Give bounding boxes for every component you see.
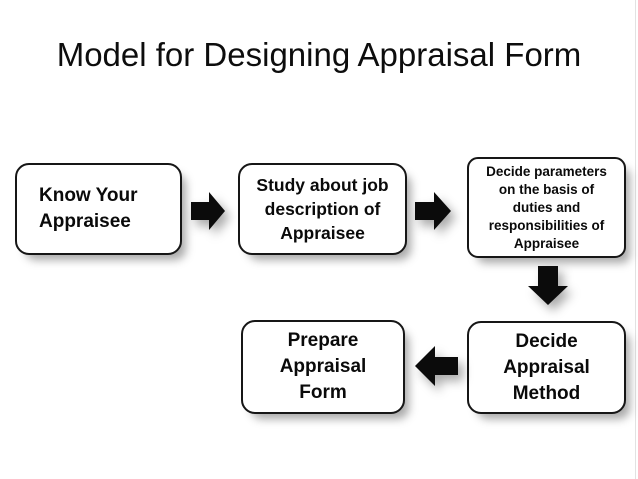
flow-node-know-your-appraisee[interactable]: Know Your Appraisee xyxy=(15,163,182,255)
flow-node-label: Know Your Appraisee xyxy=(39,185,138,232)
flow-node-label: Decide parameters on the basis of duties… xyxy=(486,163,607,251)
arrow-right-icon xyxy=(415,191,451,231)
arrow-down-icon xyxy=(527,266,569,306)
arrow-left-icon xyxy=(414,345,458,387)
flow-node-decide-parameters[interactable]: Decide parameters on the basis of duties… xyxy=(467,157,626,258)
flow-node-label: Prepare Appraisal Form xyxy=(279,330,367,403)
slide-right-rule xyxy=(635,0,636,479)
arrow-right-icon xyxy=(191,191,225,231)
flow-node-label: Study about job description of Appraisee xyxy=(256,175,389,243)
flow-node-study-job-description[interactable]: Study about job description of Appraisee xyxy=(238,163,407,255)
flow-node-decide-appraisal-method[interactable]: Decide Appraisal Method xyxy=(467,321,626,414)
flow-node-label: Decide Appraisal Method xyxy=(503,330,590,404)
page-title: Model for Designing Appraisal Form xyxy=(56,36,582,73)
flow-node-prepare-appraisal-form[interactable]: Prepare Appraisal Form xyxy=(241,320,405,414)
